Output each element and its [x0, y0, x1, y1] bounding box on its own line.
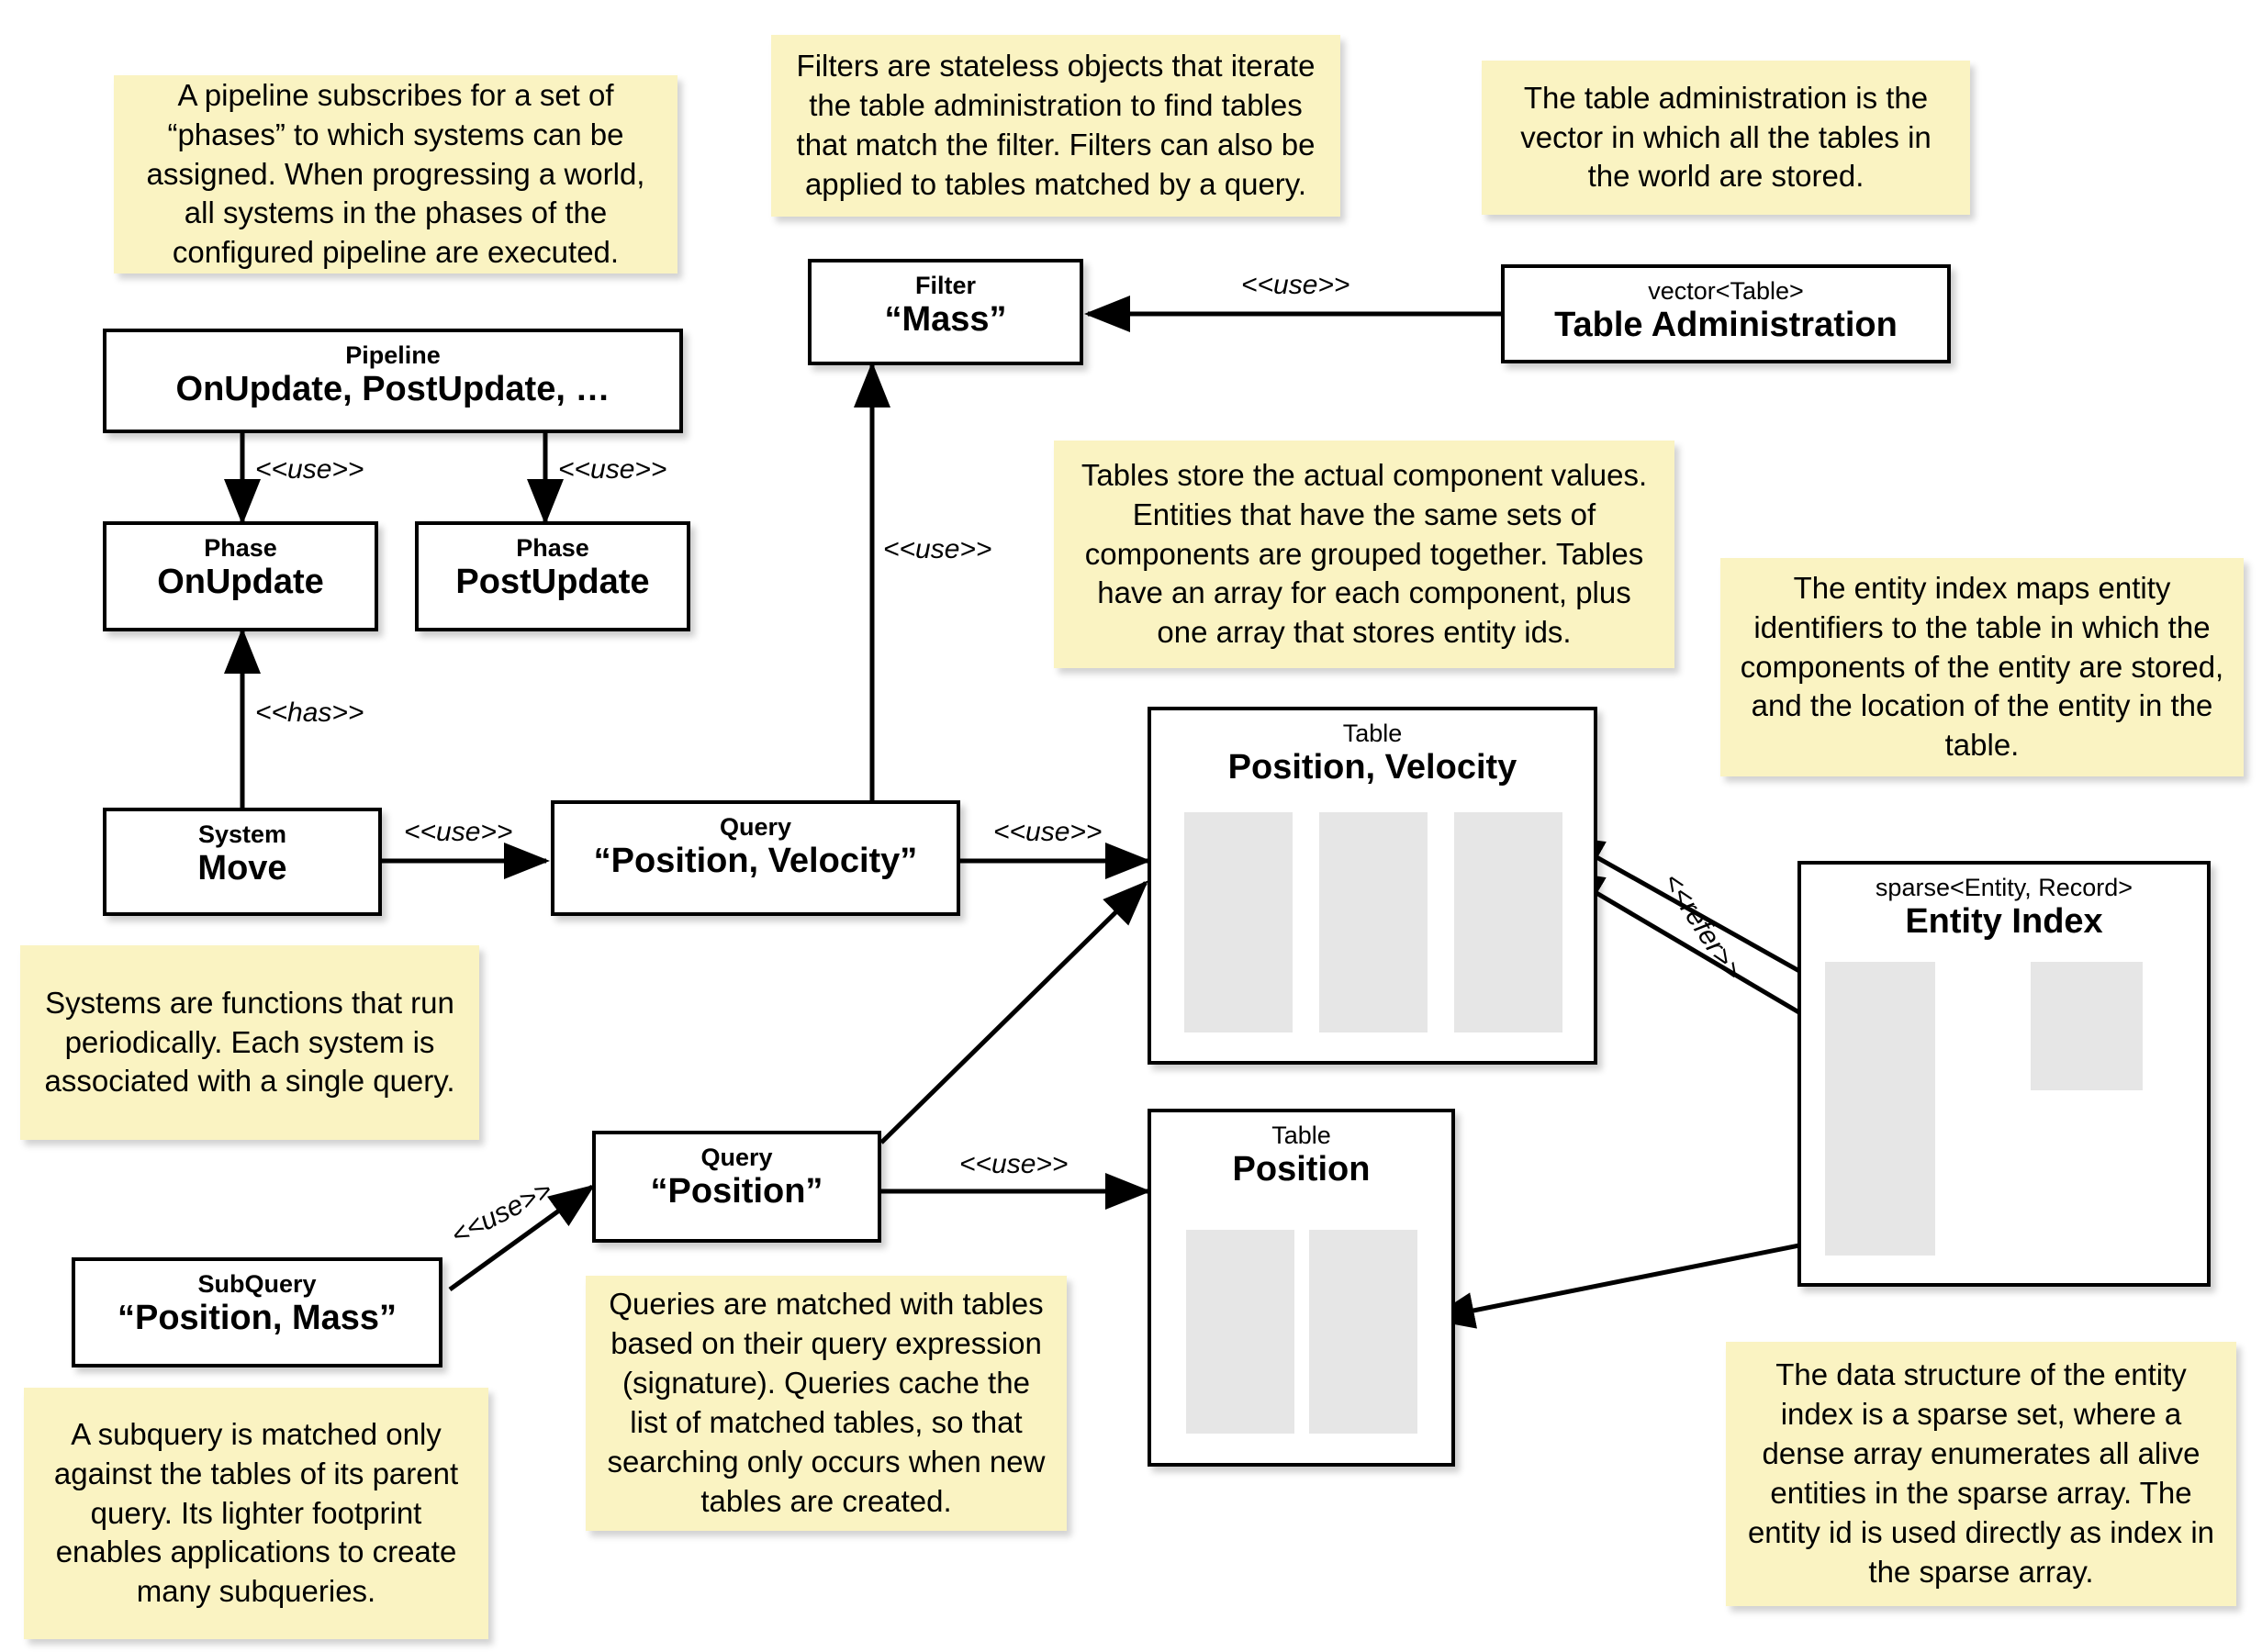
box-phase-onupdate-name: OnUpdate	[157, 563, 324, 602]
note-tables-text: Tables store the actual component values…	[1081, 457, 1648, 650]
edge-queryp-tablepv	[879, 880, 1148, 1144]
note-entity-index-text: The entity index maps entity identifiers…	[1740, 570, 2224, 763]
box-pipeline[interactable]: Pipeline OnUpdate, PostUpdate, …	[103, 329, 683, 433]
box-subquery-position-mass[interactable]: SubQuery “Position, Mass”	[72, 1257, 442, 1367]
box-table-p-name: Position	[1232, 1150, 1371, 1189]
box-system-move-name: Move	[197, 849, 287, 888]
box-table-admin-name: Table Administration	[1554, 306, 1898, 345]
box-query-p-name: “Position”	[650, 1172, 823, 1211]
edge-label-query-uses-table: <<use>>	[993, 817, 1103, 847]
table-pv-column-1	[1184, 812, 1293, 1032]
note-pipeline: A pipeline subscribes for a set of “phas…	[114, 75, 677, 273]
note-sparse-set: The data structure of the entity index i…	[1726, 1342, 2236, 1606]
box-table-admin-stereotype: vector<Table>	[1648, 277, 1804, 305]
box-filter-stereotype: Filter	[914, 272, 976, 299]
entity-index-sparse-array	[1825, 962, 1935, 1256]
box-pipeline-name: OnUpdate, PostUpdate, …	[175, 370, 610, 409]
table-p-column-2	[1309, 1230, 1417, 1434]
note-filter-text: Filters are stateless objects that itera…	[796, 49, 1316, 201]
table-pv-column-3	[1454, 812, 1562, 1032]
note-table-admin-text: The table administration is the vector i…	[1520, 80, 1932, 194]
box-subquery-stereotype: SubQuery	[197, 1270, 317, 1298]
box-pipeline-stereotype: Pipeline	[345, 341, 441, 369]
table-pv-column-2	[1319, 812, 1428, 1032]
note-subquery-text: A subquery is matched only against the t…	[53, 1416, 459, 1609]
box-query-pv-name: “Position, Velocity”	[593, 842, 918, 881]
box-query-pv-stereotype: Query	[719, 813, 792, 841]
box-phase-postupdate[interactable]: Phase PostUpdate	[415, 521, 690, 631]
box-phase-postupdate-name: PostUpdate	[455, 563, 650, 602]
edge-label-pipeline-postupdate: <<use>>	[558, 454, 667, 485]
box-table-administration[interactable]: vector<Table> Table Administration	[1501, 264, 1951, 363]
edge-label-subquery-uses-query: <<use>>	[446, 1175, 557, 1252]
box-system-move[interactable]: System Move	[103, 808, 382, 916]
table-p-columns	[1186, 1230, 1417, 1434]
table-pv-columns	[1184, 812, 1562, 1032]
note-tables: Tables store the actual component values…	[1054, 441, 1674, 668]
table-p-column-1	[1186, 1230, 1294, 1434]
edge-label-system-uses-query: <<use>>	[404, 817, 513, 847]
box-system-move-stereotype: System	[197, 820, 287, 848]
edge-entityindex-tablep	[1428, 1238, 1823, 1329]
box-table-pv-stereotype: Table	[1342, 720, 1403, 747]
edge-label-query-uses-filter: <<use>>	[883, 534, 992, 564]
note-sparse-set-text: The data structure of the entity index i…	[1747, 1357, 2215, 1589]
box-filter-mass[interactable]: Filter “Mass”	[808, 259, 1083, 365]
edge-label-tableadmin-uses-filter: <<use>>	[1241, 270, 1350, 300]
note-queries: Queries are matched with tables based on…	[586, 1276, 1067, 1531]
note-entity-index: The entity index maps entity identifiers…	[1720, 558, 2244, 776]
note-table-admin: The table administration is the vector i…	[1482, 61, 1970, 215]
note-systems: Systems are functions that run periodica…	[20, 945, 479, 1140]
box-query-position[interactable]: Query “Position”	[592, 1131, 881, 1243]
box-entity-index-stereotype: sparse<Entity, Record>	[1875, 874, 2133, 901]
box-filter-name: “Mass”	[884, 300, 1007, 340]
box-subquery-name: “Position, Mass”	[117, 1299, 398, 1338]
edge-label-system-has-phase: <<has>>	[255, 698, 364, 728]
box-table-pv-name: Position, Velocity	[1227, 748, 1517, 787]
box-phase-onupdate-stereotype: Phase	[204, 534, 277, 562]
box-phase-onupdate[interactable]: Phase OnUpdate	[103, 521, 378, 631]
note-systems-text: Systems are functions that run periodica…	[44, 985, 455, 1099]
box-phase-postupdate-stereotype: Phase	[516, 534, 589, 562]
edge-label-queryp-uses-table: <<use>>	[959, 1149, 1069, 1179]
box-query-p-stereotype: Query	[700, 1144, 773, 1171]
box-query-position-velocity[interactable]: Query “Position, Velocity”	[551, 800, 960, 916]
note-subquery: A subquery is matched only against the t…	[24, 1388, 488, 1639]
edge-label-pipeline-onupdate: <<use>>	[255, 454, 364, 485]
box-entity-index-name: Entity Index	[1905, 902, 2103, 942]
entity-index-dense-array	[2031, 962, 2143, 1090]
box-table-p-stereotype: Table	[1271, 1122, 1331, 1149]
note-filter: Filters are stateless objects that itera…	[771, 35, 1340, 217]
note-pipeline-text: A pipeline subscribes for a set of “phas…	[146, 77, 645, 270]
edge-label-entityindex-refers: <<refer>>	[1656, 867, 1749, 987]
note-queries-text: Queries are matched with tables based on…	[607, 1287, 1046, 1518]
